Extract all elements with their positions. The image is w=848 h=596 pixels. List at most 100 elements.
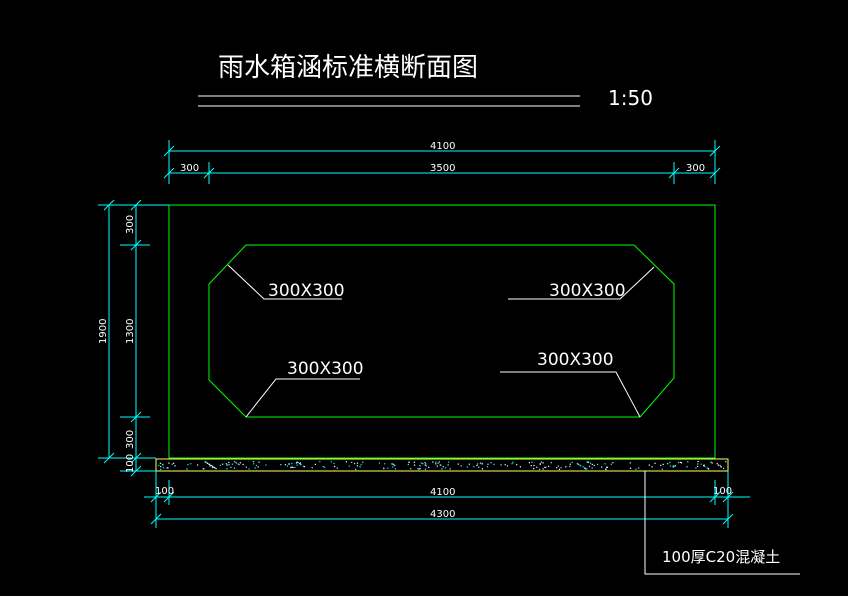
- dim-left-base: 100: [125, 454, 136, 473]
- hatch-dot: [322, 466, 324, 468]
- hatch-dot: [418, 468, 420, 470]
- hatch-dot: [531, 461, 533, 463]
- hatch-dot: [213, 466, 215, 469]
- hatch-dot: [680, 461, 682, 463]
- hatch-dot: [447, 461, 450, 463]
- hatch-dot: [538, 468, 541, 470]
- hatch-dot: [237, 463, 239, 465]
- hatch-dot: [334, 465, 336, 468]
- hatch-dot: [330, 461, 332, 463]
- hatch-dot: [674, 465, 676, 467]
- hatch-dot: [504, 464, 506, 466]
- hatch-dot: [660, 464, 662, 466]
- hatch-dot: [324, 466, 326, 468]
- hatch-dot: [383, 468, 385, 470]
- hatch-dot: [257, 466, 259, 468]
- hatch-dot: [413, 461, 415, 463]
- left-dimension-group: [98, 199, 169, 477]
- hatch-dot: [539, 463, 541, 466]
- dim-bottom-total: 4300: [430, 509, 455, 520]
- hatch-dot: [206, 462, 209, 464]
- hatch-dot: [661, 468, 663, 470]
- hatch-dot: [314, 463, 316, 465]
- hatch-dot: [542, 462, 544, 464]
- hatch-dot: [476, 464, 478, 467]
- hatch-dot: [174, 465, 176, 467]
- hatch-dot: [242, 463, 244, 466]
- hatch-dot: [362, 461, 364, 463]
- hatch-dot: [548, 465, 550, 467]
- hatch-dot: [530, 465, 532, 467]
- hatch-dot: [299, 462, 302, 464]
- hatch-dot: [593, 464, 595, 467]
- hatch-dot: [215, 468, 217, 470]
- hatch-dot: [235, 462, 237, 464]
- hatch-dot: [577, 463, 579, 465]
- hatch-dot: [586, 461, 588, 463]
- hatch-dot: [160, 466, 162, 468]
- hatch-dot: [536, 466, 538, 468]
- hatch-dot: [419, 465, 421, 467]
- hatch-dot: [417, 468, 419, 470]
- drawing-title: 雨水箱涵标准横断面图: [218, 53, 478, 83]
- dim-top-middle: 3500: [430, 163, 455, 174]
- hatch-dot: [392, 466, 394, 468]
- hatch-dot: [284, 464, 286, 466]
- hatch-dot: [582, 466, 584, 468]
- hatch-dot: [222, 463, 224, 465]
- top-dimension-group: [163, 140, 721, 184]
- dim-bottom-inner: 4100: [430, 487, 455, 498]
- hatch-dot: [166, 467, 168, 469]
- hatch-dot: [208, 463, 210, 465]
- dim-top-total: 4100: [430, 141, 455, 152]
- hatch-dot: [378, 462, 381, 464]
- hatch-dot: [587, 461, 589, 463]
- hatch-dot: [348, 465, 350, 467]
- hatch-dot: [296, 464, 298, 466]
- hatch-dot: [356, 462, 359, 464]
- hatch-dot: [576, 463, 578, 465]
- hatch-dot: [248, 468, 250, 470]
- hatch-dot: [394, 465, 396, 467]
- hatch-dot: [351, 461, 353, 463]
- hatch-dot: [234, 461, 236, 463]
- hatch-dot: [280, 464, 282, 466]
- hatch-dot: [490, 462, 492, 464]
- hatch-dot: [460, 465, 462, 467]
- hatch-dot: [511, 463, 513, 465]
- hatch-dot: [519, 466, 521, 468]
- hatch-dot: [680, 462, 683, 464]
- hatch-dot: [481, 468, 483, 470]
- hatch-dot: [290, 466, 292, 469]
- hatch-dot: [571, 461, 573, 463]
- hatch-dot: [449, 468, 451, 470]
- hatch-dot: [703, 464, 705, 466]
- hatch-dot: [197, 464, 199, 466]
- hatch-dot: [533, 464, 535, 467]
- hatch-dot: [487, 463, 489, 465]
- hatch-dot: [604, 463, 606, 465]
- hatch-dot: [187, 464, 189, 466]
- base-concrete-layer: [155, 458, 729, 472]
- hatch-dot: [481, 463, 483, 465]
- hatch-dot: [298, 462, 301, 465]
- hatch-dot: [286, 465, 288, 467]
- hatch-dot: [292, 466, 294, 469]
- hatch-dot: [425, 463, 427, 465]
- hatch-dot: [303, 465, 305, 468]
- hatch-dot: [354, 462, 356, 465]
- hatch-dot: [158, 464, 160, 467]
- hatch-dot: [687, 461, 689, 463]
- hatch-dot: [648, 464, 650, 466]
- culvert-inner-opening: [208, 244, 675, 418]
- hatch-dot: [723, 467, 725, 469]
- hatch-dot: [629, 467, 632, 469]
- hatch-dot: [258, 461, 260, 463]
- hatch-dot: [457, 463, 459, 465]
- hatch-dot: [560, 467, 562, 469]
- hatch-dot: [544, 466, 546, 468]
- hatch-dot: [697, 465, 699, 467]
- dim-top-right: 300: [686, 163, 705, 174]
- hatch-dot: [704, 465, 706, 468]
- hatch-dot: [585, 468, 587, 470]
